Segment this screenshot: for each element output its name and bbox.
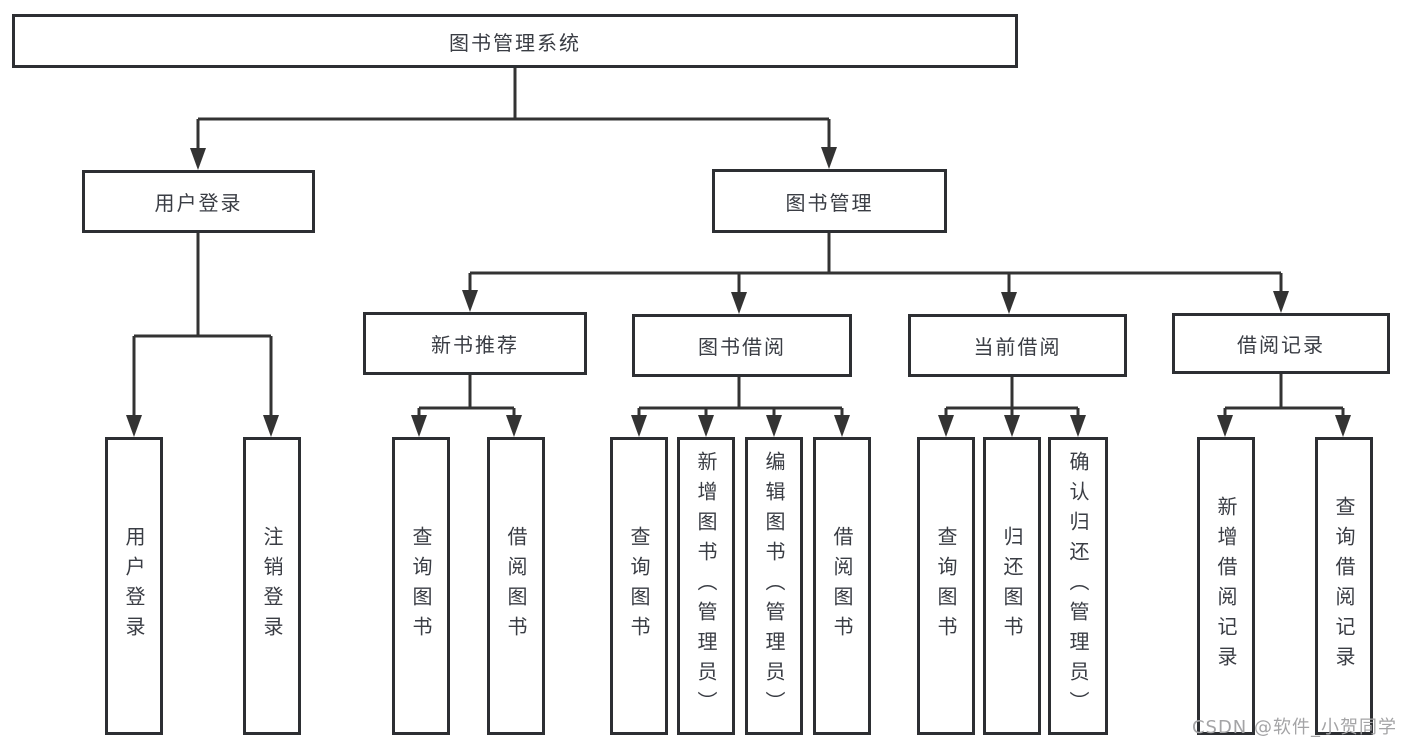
leaf-user-login: 用户登录 [105, 437, 163, 735]
leaf-current-return-books-label: 归还图书 [1000, 526, 1024, 646]
leaf-borrow-borrow-books: 借阅图书 [813, 437, 871, 735]
edge-book-management-to-level3 [468, 233, 1283, 308]
leaf-logout: 注销登录 [243, 437, 301, 735]
arrowhead [263, 415, 279, 437]
leaf-user-login-label: 用户登录 [122, 526, 146, 646]
leaf-current-confirm-return-admin-label: 确认归还（管理员） [1066, 451, 1090, 721]
leaf-recommend-query-books-label: 查询图书 [409, 526, 433, 646]
arrowhead [1273, 291, 1289, 313]
arrowhead [190, 148, 206, 170]
arrowhead [462, 290, 478, 312]
leaf-borrow-edit-books-admin: 编辑图书（管理员） [745, 437, 803, 735]
node-root: 图书管理系统 [12, 14, 1018, 68]
arrowhead [506, 415, 522, 437]
leaf-current-query-books: 查询图书 [917, 437, 975, 735]
node-current-borrow-label: 当前借阅 [973, 335, 1062, 359]
arrowhead [631, 415, 647, 437]
arrowhead [1335, 415, 1351, 437]
leaf-borrow-borrow-books-label: 借阅图书 [830, 526, 854, 646]
arrowhead [731, 292, 747, 314]
node-book-management: 图书管理 [712, 169, 947, 233]
leaf-records-query-record-label: 查询借阅记录 [1332, 496, 1356, 676]
arrowhead [1004, 415, 1020, 437]
leaf-borrow-add-books-admin: 新增图书（管理员） [677, 437, 735, 735]
node-book-borrow-label: 图书借阅 [698, 335, 786, 359]
leaf-current-query-books-label: 查询图书 [934, 526, 958, 646]
node-book-management-label: 图书管理 [785, 190, 874, 215]
node-new-book-recommend: 新书推荐 [363, 312, 587, 375]
node-book-borrow: 图书借阅 [632, 314, 852, 377]
node-borrow-records-label: 借阅记录 [1237, 333, 1325, 357]
arrowhead [834, 415, 850, 437]
leaf-recommend-borrow-books-label: 借阅图书 [504, 526, 528, 646]
leaf-records-add-record-label: 新增借阅记录 [1214, 496, 1238, 676]
node-current-borrow: 当前借阅 [908, 314, 1127, 377]
node-user-login-label: 用户登录 [154, 191, 243, 215]
csdn-watermark: CSDN @软件_小贺同学 [1191, 717, 1397, 738]
leaf-borrow-query-books-label: 查询图书 [627, 526, 651, 646]
leaf-records-add-record: 新增借阅记录 [1197, 437, 1255, 735]
edge-borrow-to-leaves [637, 377, 844, 430]
edge-records-to-leaves [1223, 374, 1345, 430]
arrowhead [126, 415, 142, 437]
arrowhead [1070, 415, 1086, 437]
arrowhead [766, 415, 782, 437]
edge-root-to-level2 [196, 68, 831, 162]
leaf-recommend-borrow-books: 借阅图书 [487, 437, 545, 735]
leaf-records-query-record: 查询借阅记录 [1315, 437, 1373, 735]
edge-user-login-to-leaves [132, 233, 273, 430]
arrowhead [821, 147, 837, 169]
arrowhead [411, 415, 427, 437]
leaf-current-return-books: 归还图书 [983, 437, 1041, 735]
arrowhead [938, 415, 954, 437]
leaf-borrow-add-books-admin-label: 新增图书（管理员） [694, 451, 718, 721]
node-user-login: 用户登录 [82, 170, 315, 233]
leaf-current-confirm-return-admin: 确认归还（管理员） [1048, 437, 1108, 735]
node-root-label: 图书管理系统 [449, 30, 581, 55]
node-new-book-recommend-label: 新书推荐 [431, 333, 519, 357]
arrowhead [1217, 415, 1233, 437]
leaf-borrow-query-books: 查询图书 [610, 437, 668, 735]
arrowhead [698, 415, 714, 437]
leaf-recommend-query-books: 查询图书 [392, 437, 450, 735]
leaf-borrow-edit-books-admin-label: 编辑图书（管理员） [762, 451, 786, 721]
edge-recommend-to-leaves [417, 375, 516, 430]
arrowhead [1001, 292, 1017, 314]
leaf-logout-label: 注销登录 [260, 526, 284, 646]
node-borrow-records: 借阅记录 [1172, 313, 1390, 374]
